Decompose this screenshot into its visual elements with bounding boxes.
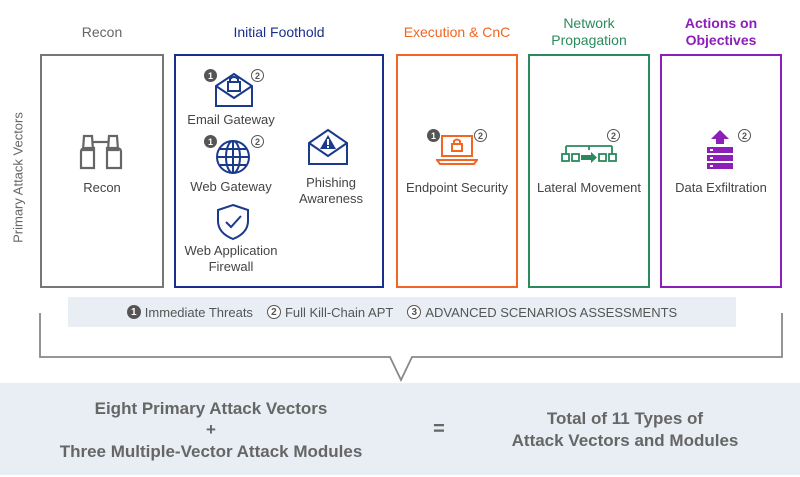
badge-one: 1 (126, 305, 141, 319)
actions-title: Actions on Objectives (684, 15, 758, 48)
recon-label: Recon (83, 180, 121, 195)
equals-sign: = (433, 418, 445, 440)
web-gateway-label: Web Gateway (190, 179, 272, 194)
legend-advanced-label: ADVANCED SCENARIOS ASSESSMENTS (425, 304, 678, 320)
laptop-lock-icon (436, 135, 478, 165)
initial-foothold-box (174, 54, 384, 288)
badge-two: 2 (607, 129, 620, 142)
eight-vectors-text: Eight Primary Attack Vectors (94, 399, 328, 418)
total-line2: Attack Vectors and Modules (511, 431, 739, 450)
execution-title: Execution & CnC (403, 24, 511, 40)
legend-full: 2 Full Kill-Chain APT (266, 304, 394, 320)
legend-full-label: Full Kill-Chain APT (284, 304, 394, 320)
data-exfiltration-label: Data Exfiltration (675, 180, 767, 195)
globe-icon (216, 140, 250, 174)
legend: 1 Immediate Threats 2 Full Kill-Chain AP… (68, 297, 736, 327)
data-exfiltration-icon (707, 130, 733, 169)
badge-two: 2 (474, 129, 487, 142)
email-lock-icon (215, 72, 253, 107)
endpoint-security-label: Endpoint Security (406, 180, 508, 195)
legend-advanced: 3 ADVANCED SCENARIOS ASSESSMENTS (407, 305, 677, 320)
badge-two: 2 (251, 135, 264, 148)
shield-check-icon (217, 203, 249, 241)
legend-immediate: 1 Immediate Threats (126, 304, 253, 320)
badge-two: 2 (738, 129, 751, 142)
badge-two: 2 (266, 305, 281, 319)
network-box (528, 54, 650, 288)
badge-three: 3 (407, 305, 422, 319)
waf-label: Web Application Firewall (184, 243, 278, 274)
legend-immediate-label: Immediate Threats (144, 304, 253, 320)
network-title: Network Propagation (551, 15, 627, 48)
badge-one: 1 (204, 135, 217, 148)
badge-one: 1 (427, 129, 440, 142)
recon-box (40, 54, 164, 288)
phishing-warning-icon (308, 128, 348, 165)
phishing-label: Phishing Awareness (298, 175, 364, 206)
lateral-movement-icon (561, 145, 617, 163)
initial-foothold-title: Initial Foothold (233, 24, 325, 40)
badge-two: 2 (251, 69, 264, 82)
email-gateway-label: Email Gateway (187, 112, 275, 127)
three-modules-text: Three Multiple-Vector Attack Modules (59, 442, 363, 461)
actions-box (660, 54, 782, 288)
summary-band (0, 383, 800, 475)
badge-one: 1 (204, 69, 217, 82)
lateral-movement-label: Lateral Movement (536, 180, 642, 195)
total-line1: Total of 11 Types of (546, 409, 704, 428)
recon-title: Recon (81, 24, 123, 40)
plus-sign: + (206, 420, 216, 439)
binoculars-icon (79, 134, 123, 170)
execution-box (396, 54, 518, 288)
